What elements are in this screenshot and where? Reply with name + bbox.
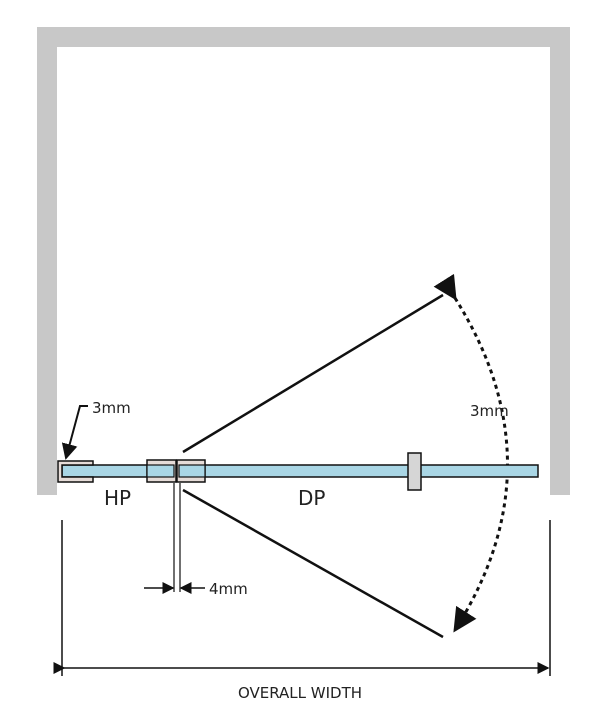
hinge-gap-label: 4mm bbox=[209, 580, 248, 598]
left-wall bbox=[37, 27, 57, 495]
door-handle bbox=[407, 452, 422, 491]
left-gap-label: 3mm bbox=[92, 399, 131, 417]
left-gap-arrow bbox=[61, 405, 88, 460]
overall-width-label: OVERALL WIDTH bbox=[238, 684, 362, 702]
right-wall bbox=[550, 27, 570, 495]
hinge-glass-right bbox=[178, 464, 206, 478]
swing-line-inward bbox=[182, 293, 444, 454]
wall-enclosure bbox=[37, 27, 570, 495]
hinge-glass-left bbox=[146, 464, 175, 478]
door-panel-glass bbox=[178, 464, 539, 478]
wall-clamp bbox=[57, 460, 94, 483]
swing-line-outward bbox=[182, 488, 444, 639]
hinge-panel-label: HP bbox=[104, 486, 131, 510]
back-wall bbox=[37, 27, 570, 47]
right-gap-label: 3mm bbox=[470, 402, 509, 420]
swing-arc bbox=[433, 273, 509, 633]
door-panel-label: DP bbox=[298, 486, 325, 510]
